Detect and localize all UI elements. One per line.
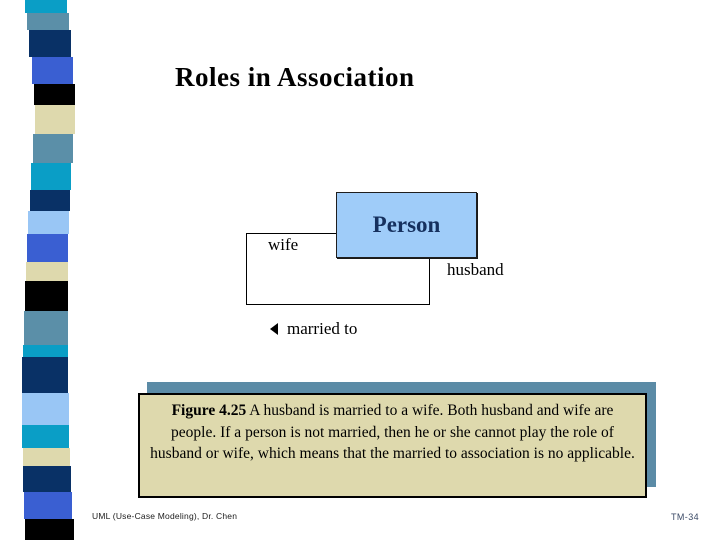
class-box-person: Person — [336, 192, 477, 258]
ribbon-block — [22, 393, 69, 425]
ribbon-block — [23, 345, 68, 357]
decorative-ribbon — [0, 0, 90, 540]
ribbon-block — [23, 448, 70, 466]
figure-caption-text: A husband is married to a wife. Both hus… — [150, 402, 635, 462]
figure-caption-label: Figure 4.25 — [171, 402, 247, 419]
ribbon-block — [26, 262, 68, 281]
association-name: married to — [270, 319, 357, 339]
role-label-husband: husband — [447, 260, 504, 279]
footer-page-number: TM-34 — [671, 512, 700, 522]
ribbon-block — [24, 492, 72, 519]
association-label: married to — [287, 319, 358, 338]
footer-course-label: UML (Use-Case Modeling), Dr. Chen — [92, 511, 238, 521]
ribbon-block — [32, 57, 73, 84]
ribbon-block — [28, 211, 69, 234]
ribbon-block — [23, 466, 71, 492]
ribbon-block — [30, 190, 70, 211]
ribbon-block — [25, 281, 68, 311]
ribbon-block — [31, 163, 71, 190]
role-label-wife: wife — [268, 235, 299, 254]
left-triangle-icon — [270, 323, 278, 335]
ribbon-block — [35, 105, 75, 134]
ribbon-block — [33, 134, 73, 163]
ribbon-block — [25, 0, 67, 13]
slide-title: Roles in Association — [175, 62, 415, 92]
ribbon-block — [22, 357, 68, 393]
ribbon-block — [29, 30, 71, 57]
ribbon-block — [27, 234, 68, 262]
ribbon-block — [25, 519, 74, 540]
ribbon-block — [27, 13, 69, 30]
class-name-label: Person — [372, 212, 441, 237]
ribbon-block — [34, 84, 75, 105]
ribbon-block — [22, 425, 69, 448]
figure-caption-box: Figure 4.25 A husband is married to a wi… — [138, 393, 647, 498]
ribbon-block — [24, 311, 68, 345]
